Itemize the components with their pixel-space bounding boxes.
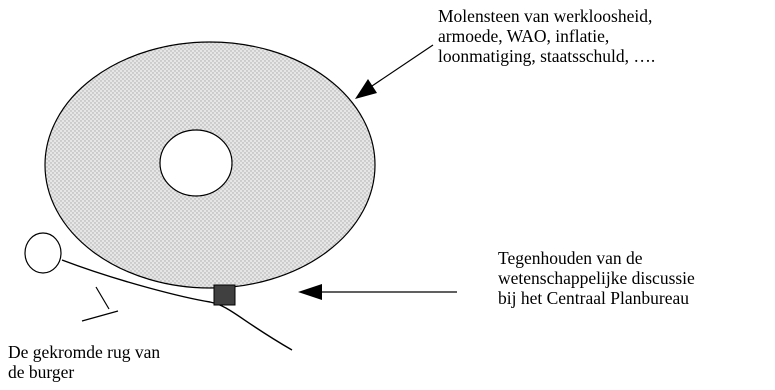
millstone-arrow-shaft bbox=[371, 44, 434, 87]
millstone-hole bbox=[159, 129, 233, 197]
citizen-back-curve bbox=[61, 259, 293, 351]
citizen-label: De gekromde rug van de burger bbox=[8, 342, 160, 382]
millstone-label-line-1: Molensteen van werkloosheid, bbox=[438, 6, 653, 26]
obstruction-block bbox=[213, 284, 236, 306]
obstruction-arrowhead bbox=[298, 284, 322, 300]
citizen-head bbox=[24, 232, 62, 274]
obstruction-label-line-2: wetenschappelijke discussie bbox=[498, 268, 695, 288]
obstruction-label: Tegenhouden van de wetenschappelijke dis… bbox=[498, 248, 695, 308]
citizen-label-line-2: de burger bbox=[8, 362, 75, 382]
millstone-label-line-3: loonmatiging, staatsschuld, …. bbox=[438, 46, 656, 66]
obstruction-label-line-3: bij het Centraal Planbureau bbox=[498, 288, 689, 308]
obstruction-label-line-1: Tegenhouden van de bbox=[498, 248, 643, 268]
millstone-arrowhead bbox=[355, 79, 377, 99]
citizen-pointer-bar bbox=[81, 310, 119, 322]
millstone-label: Molensteen van werkloosheid, armoede, WA… bbox=[438, 6, 655, 66]
millstone-label-line-2: armoede, WAO, inflatie, bbox=[438, 26, 610, 46]
citizen-pointer-line bbox=[95, 286, 110, 310]
citizen-label-line-1: De gekromde rug van bbox=[8, 342, 161, 362]
